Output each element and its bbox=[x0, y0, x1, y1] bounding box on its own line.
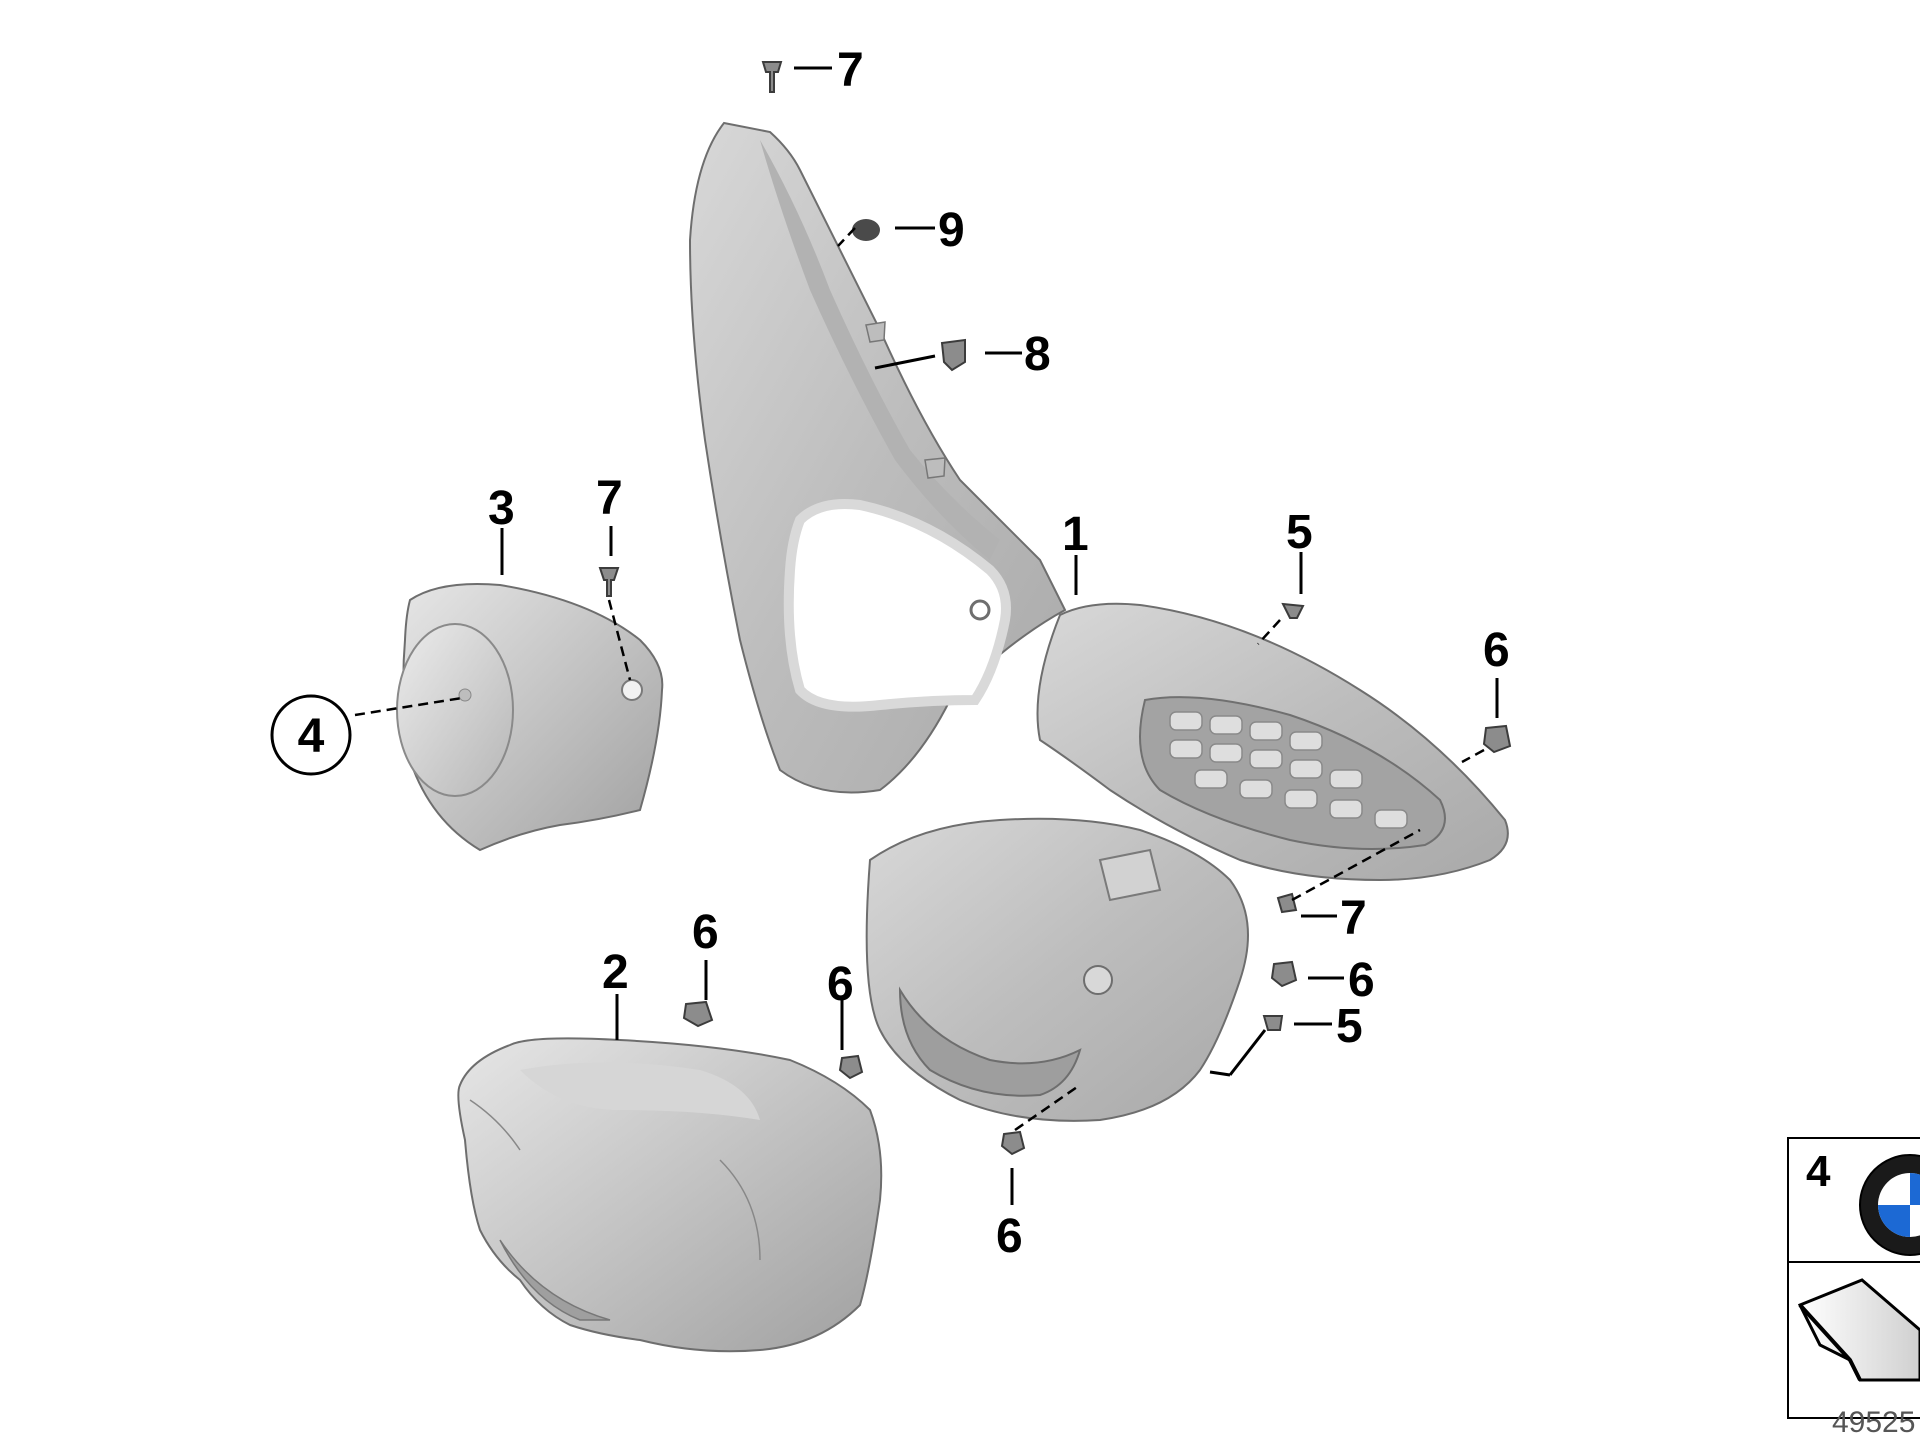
callout-1: 1 bbox=[1062, 508, 1089, 561]
callout-4-circle: 4 bbox=[270, 694, 352, 776]
callout-7-top: 7 bbox=[837, 44, 864, 97]
inset-legend: 4 bbox=[1787, 1137, 1920, 1419]
side-panel-part-1 bbox=[688, 121, 1509, 1122]
callout-6-mid: 6 bbox=[1348, 954, 1375, 1007]
callout-6-center: 6 bbox=[827, 958, 854, 1011]
document-number: 49525 bbox=[1832, 1406, 1915, 1439]
callout-5-top: 5 bbox=[1286, 506, 1313, 559]
inset-item-number: 4 bbox=[1806, 1147, 1831, 1196]
callout-6-right: 6 bbox=[1483, 624, 1510, 677]
callout-3: 3 bbox=[488, 482, 515, 535]
lower-cover-part-2 bbox=[457, 1037, 883, 1353]
clip-8 bbox=[940, 338, 966, 372]
callout-5-bottom: 5 bbox=[1336, 1000, 1363, 1053]
callout-9: 9 bbox=[938, 204, 965, 257]
callout-2: 2 bbox=[602, 946, 629, 999]
callout-6-left: 6 bbox=[692, 906, 719, 959]
bmw-logo-icon bbox=[1859, 1154, 1920, 1256]
callout-6-bottom: 6 bbox=[996, 1210, 1023, 1263]
callout-7-bottom: 7 bbox=[1340, 892, 1367, 945]
callout-7-left: 7 bbox=[596, 472, 623, 525]
leader-lines bbox=[354, 66, 1499, 1205]
round-cover-part-3 bbox=[396, 583, 664, 852]
plug-9 bbox=[852, 219, 880, 241]
bmw-emblem-small bbox=[458, 688, 472, 702]
hardware bbox=[598, 61, 1512, 1156]
callout-8: 8 bbox=[1024, 328, 1051, 381]
callout-labels: 7 9 8 1 5 6 3 7 4 7 6 5 2 6 6 6 bbox=[270, 44, 1510, 1263]
view-arrow-icon bbox=[1797, 1278, 1920, 1382]
callout-4: 4 bbox=[298, 710, 325, 763]
